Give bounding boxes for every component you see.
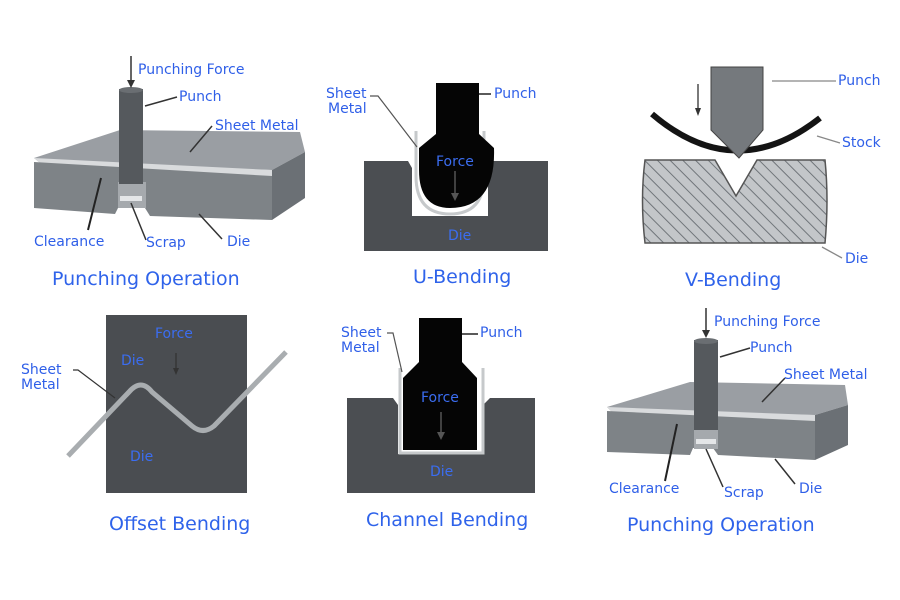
- label-metal: Metal: [341, 340, 380, 356]
- label-force: Force: [155, 326, 193, 342]
- force-arrow-head: [173, 368, 179, 375]
- label-metal: Metal: [21, 377, 60, 393]
- leader-die: [774, 458, 796, 485]
- label-scrap: Scrap: [146, 235, 186, 251]
- panel-v-bending: Punch Stock Die V-Bending: [641, 66, 881, 291]
- label-sheet-metal: Sheet Metal: [784, 367, 868, 383]
- label-sheet: Sheet: [326, 86, 367, 102]
- leader-sheet: [761, 377, 786, 403]
- leader-punch: [719, 347, 751, 358]
- punching-diagram-1: [34, 56, 305, 241]
- label-metal: Metal: [328, 101, 367, 117]
- label-stock: Stock: [842, 135, 881, 151]
- label-punch: Punch: [750, 340, 793, 356]
- label-force: Force: [421, 390, 459, 406]
- leader-sheet: [189, 125, 213, 153]
- label-force: Force: [436, 154, 474, 170]
- die-side-face: [272, 152, 305, 220]
- u-bending-diagram: [364, 83, 548, 251]
- force-arrow-head: [437, 432, 445, 440]
- leader-scrap: [705, 448, 724, 488]
- leader-sheet: [370, 95, 418, 148]
- label-punch: Punch: [838, 73, 881, 89]
- sheet-metal-edge: [34, 158, 272, 177]
- label-die-bottom: Die: [130, 449, 154, 465]
- sheet-metal-top: [607, 382, 848, 415]
- die-block: [106, 315, 247, 493]
- v-bending-diagram: [641, 66, 843, 259]
- label-punch: Punch: [179, 89, 222, 105]
- die-block: [347, 398, 535, 493]
- label-punch: Punch: [480, 325, 523, 341]
- scrap-piece: [696, 439, 716, 444]
- label-die: Die: [799, 481, 823, 497]
- caption-punching-operation-1: Punching Operation: [52, 268, 240, 290]
- label-clearance: Clearance: [609, 481, 680, 497]
- caption-u-bending: U-Bending: [413, 266, 512, 288]
- leader-clearance: [87, 177, 102, 231]
- force-arrow-head: [451, 193, 459, 201]
- die-block: [641, 159, 828, 244]
- direction-arrow-head: [695, 108, 701, 116]
- punch-top: [119, 87, 143, 93]
- label-die-top: Die: [121, 353, 145, 369]
- panel-u-bending: Sheet Metal Punch Force Die U-Bending: [326, 83, 548, 288]
- leader-stock: [816, 135, 841, 144]
- sheet-metal-channel: [398, 368, 485, 455]
- leader-sheet: [387, 332, 403, 373]
- leader-clearance: [664, 423, 678, 482]
- punch-top: [694, 338, 718, 344]
- label-die: Die: [227, 234, 251, 250]
- label-sheet-metal: Sheet Metal: [215, 118, 299, 134]
- label-sheet: Sheet: [341, 325, 382, 341]
- label-scrap: Scrap: [724, 485, 764, 501]
- label-die: Die: [845, 251, 869, 267]
- label-sheet: Sheet: [21, 362, 62, 378]
- label-clearance: Clearance: [34, 234, 105, 250]
- label-punching-force: Punching Force: [138, 62, 245, 78]
- die-block: [364, 161, 548, 251]
- leader-scrap: [130, 202, 147, 241]
- label-die: Die: [430, 464, 454, 480]
- sheet-metal-top: [34, 130, 305, 170]
- punch-body: [403, 318, 477, 450]
- caption-channel-bending: Channel Bending: [366, 509, 529, 531]
- leader-die: [821, 246, 843, 259]
- die-side-face: [815, 405, 848, 460]
- scrap-hole: [694, 427, 718, 449]
- sheet-metal-offset: [66, 350, 288, 458]
- label-punch: Punch: [494, 86, 537, 102]
- force-arrow-head: [127, 80, 135, 88]
- punch-body: [694, 340, 718, 430]
- punch-body: [419, 83, 495, 208]
- leader-sheet: [73, 369, 116, 399]
- caption-v-bending: V-Bending: [685, 269, 782, 291]
- label-die: Die: [448, 228, 472, 244]
- caption-offset-bending: Offset Bending: [109, 513, 251, 535]
- punch-body: [710, 66, 764, 159]
- force-arrow-head: [702, 330, 710, 338]
- label-punching-force: Punching Force: [714, 314, 821, 330]
- leader-punch: [144, 96, 178, 107]
- leader-die: [198, 213, 223, 240]
- caption-punching-operation-2: Punching Operation: [627, 514, 815, 536]
- scrap-piece: [120, 196, 142, 201]
- punch-body: [119, 89, 143, 184]
- panel-punching-operation-1: Punching Force Punch Sheet Metal Clearan…: [0, 0, 305, 300]
